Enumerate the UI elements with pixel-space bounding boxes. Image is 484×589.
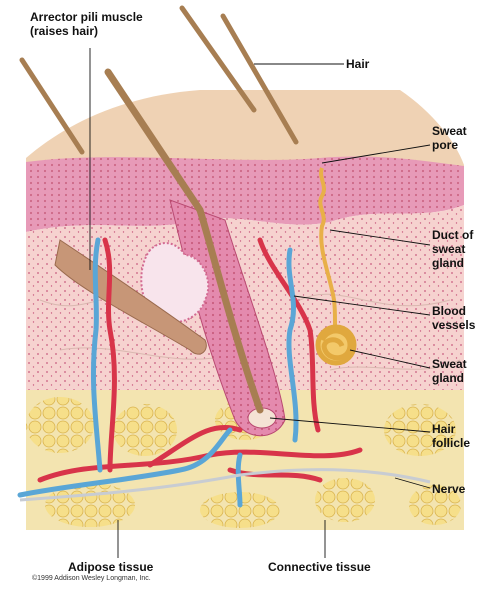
copyright-notice: ©1999 Addison Wesley Longman, Inc.	[32, 575, 151, 582]
label-adipose-tissue: Adipose tissue	[68, 560, 153, 574]
label-line: gland	[432, 256, 473, 270]
label-line: Adipose tissue	[68, 560, 153, 574]
label-line: Blood	[432, 304, 475, 318]
label-sweat-gland: Sweat gland	[432, 357, 467, 385]
label-line: Connective tissue	[268, 560, 371, 574]
label-line: follicle	[432, 436, 470, 450]
label-line: Hair	[432, 422, 470, 436]
label-line: Sweat	[432, 124, 467, 138]
label-connective-tissue: Connective tissue	[268, 560, 371, 574]
label-line: Arrector pili muscle	[30, 10, 143, 24]
label-line: pore	[432, 138, 467, 152]
label-hair: Hair	[346, 57, 369, 71]
label-duct-of-sweat-gland: Duct of sweat gland	[432, 228, 473, 270]
label-line: gland	[432, 371, 467, 385]
label-blood-vessels: Blood vessels	[432, 304, 475, 332]
label-line: (raises hair)	[30, 24, 143, 38]
label-line: Sweat	[432, 357, 467, 371]
sweat-gland-coil	[318, 327, 354, 363]
label-line: vessels	[432, 318, 475, 332]
label-line: Hair	[346, 57, 369, 71]
label-line: Duct of	[432, 228, 473, 242]
label-nerve: Nerve	[432, 482, 465, 496]
label-arrector-pili-muscle: Arrector pili muscle (raises hair)	[30, 10, 143, 38]
label-line: Nerve	[432, 482, 465, 496]
label-hair-follicle: Hair follicle	[432, 422, 470, 450]
label-line: sweat	[432, 242, 473, 256]
label-sweat-pore: Sweat pore	[432, 124, 467, 152]
